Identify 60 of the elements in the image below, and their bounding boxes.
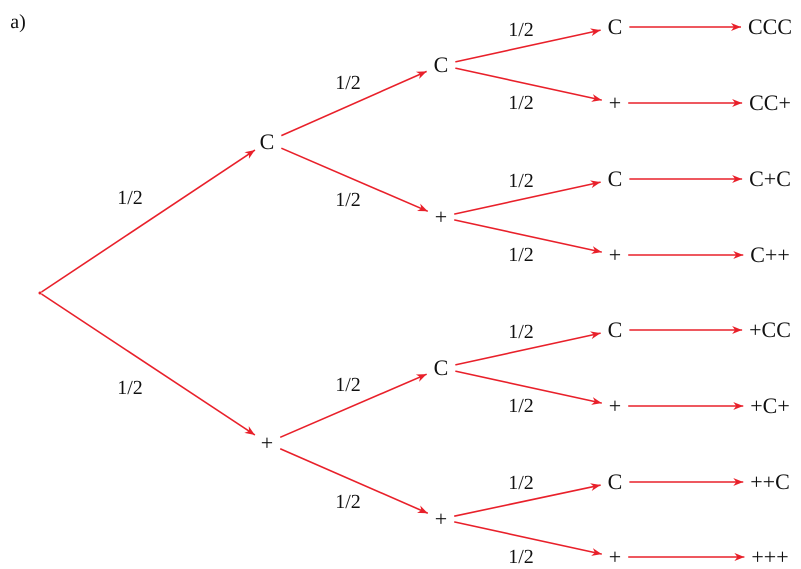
arrow <box>629 478 744 486</box>
branch-label: + <box>602 394 628 418</box>
outcome-label: +++ <box>744 545 796 569</box>
outcome-label: CC+ <box>742 91 798 115</box>
outcome-label: CCC <box>740 15 800 39</box>
edge-label: 1/2 <box>508 546 534 568</box>
edge-label: 1/2 <box>508 244 534 266</box>
branch-label: + <box>428 507 454 531</box>
arrow <box>41 149 256 293</box>
branch-label: + <box>428 205 454 229</box>
arrow <box>455 67 602 102</box>
branch-label: + <box>602 91 628 115</box>
edge-label: 1/2 <box>117 187 143 209</box>
branch-label: + <box>254 431 280 455</box>
arrow <box>280 373 427 438</box>
arrow <box>280 448 428 514</box>
edge-label: 1/2 <box>508 472 534 494</box>
arrow <box>629 175 742 183</box>
edge-label: 1/2 <box>117 377 143 399</box>
arrow <box>281 147 428 212</box>
edge-label: 1/2 <box>508 19 534 41</box>
branch-label: C <box>600 318 630 342</box>
edge-label: 1/2 <box>335 189 361 211</box>
edge-label: 1/2 <box>508 170 534 192</box>
branch-label: C <box>600 167 630 191</box>
edge-label: 1/2 <box>335 72 361 94</box>
outcome-label: C+C <box>742 167 798 191</box>
arrow <box>628 553 744 561</box>
arrow <box>455 331 601 366</box>
edge-label: 1/2 <box>508 92 534 114</box>
branch-label: + <box>602 243 628 267</box>
arrow <box>629 326 742 334</box>
arrow <box>628 402 744 410</box>
root-point <box>38 292 42 294</box>
arrow <box>629 23 741 31</box>
branch-label: C <box>252 130 282 154</box>
arrow <box>41 293 256 436</box>
branch-label: C <box>426 53 456 77</box>
outcome-label: C++ <box>743 243 797 267</box>
arrow <box>454 483 601 517</box>
branch-label: C <box>426 356 456 380</box>
edge-label: 1/2 <box>508 321 534 343</box>
arrow <box>455 370 602 405</box>
arrow <box>454 219 602 254</box>
edge-label: 1/2 <box>335 374 361 396</box>
arrow <box>454 180 601 215</box>
edge-label: 1/2 <box>335 491 361 513</box>
arrow <box>454 521 602 556</box>
branch-label: C <box>600 470 630 494</box>
branch-label: C <box>600 15 630 39</box>
outcome-label: +CC <box>742 318 798 342</box>
arrow <box>628 99 742 107</box>
arrow <box>628 251 744 259</box>
branch-label: + <box>602 545 628 569</box>
edge-label: 1/2 <box>508 395 534 417</box>
part-label: a) <box>10 11 26 33</box>
arrow <box>455 28 601 63</box>
outcome-label: +C+ <box>743 394 797 418</box>
outcome-label: ++C <box>743 470 797 494</box>
arrow <box>281 70 427 136</box>
